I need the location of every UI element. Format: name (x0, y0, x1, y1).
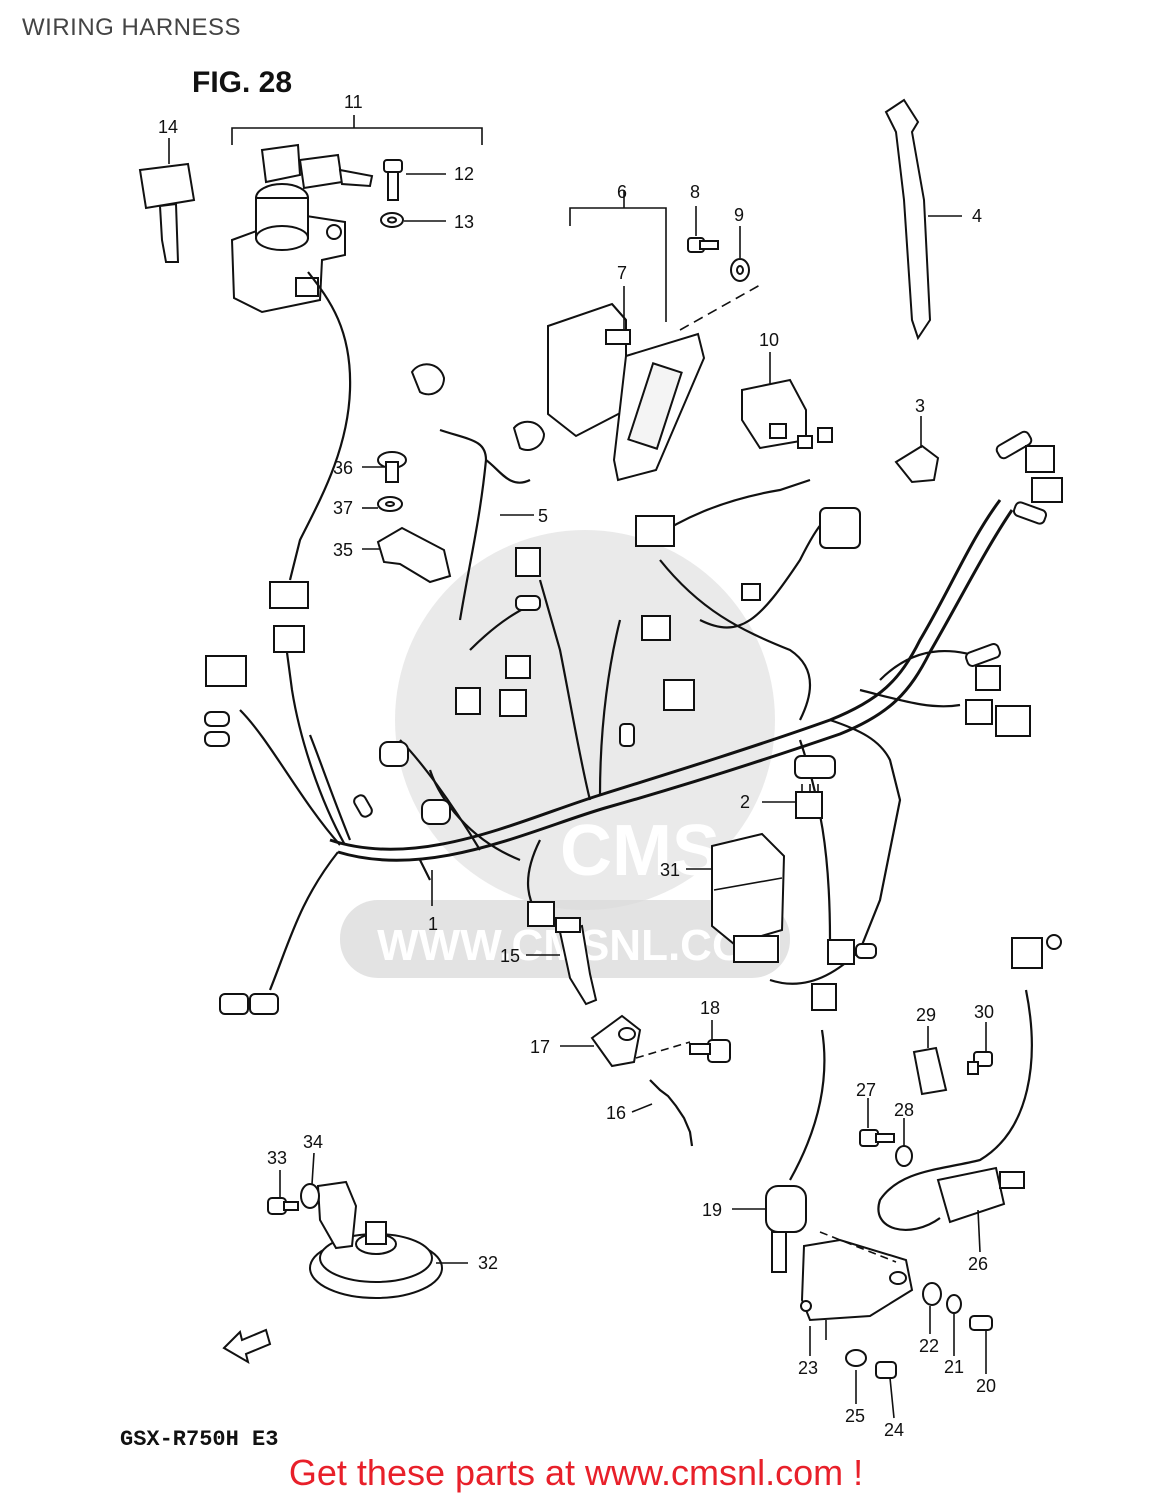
callout-20: 20 (976, 1376, 996, 1396)
callout-12: 12 (454, 164, 474, 184)
callout-numbers: 1 2 3 4 5 6 7 8 9 10 11 12 13 14 15 16 1… (158, 92, 996, 1440)
cdi-unit (547, 302, 706, 482)
ignition-switch (230, 143, 374, 314)
model-label: GSX-R750H E3 (120, 1427, 279, 1452)
key (138, 162, 196, 263)
callout-35: 35 (333, 540, 353, 560)
callout-21: 21 (944, 1357, 964, 1377)
spring-16 (649, 1079, 694, 1147)
washer-9 (730, 258, 750, 282)
bolt-24 (875, 1361, 897, 1379)
callout-34: 34 (303, 1132, 323, 1152)
sensor-26 (877, 934, 1062, 1231)
screw-30 (967, 1051, 993, 1075)
switch-15 (555, 917, 598, 1006)
horn-32 (309, 1180, 443, 1299)
nut-22 (922, 1282, 942, 1306)
callout-30: 30 (974, 1002, 994, 1022)
sub-harness-5 (410, 363, 546, 651)
callout-26: 26 (968, 1254, 988, 1274)
callout-2: 2 (740, 792, 750, 812)
bolt-27 (859, 1129, 895, 1147)
fwd-arrow: FWD (222, 1328, 272, 1365)
callout-25: 25 (845, 1406, 865, 1426)
callout-22: 22 (919, 1336, 939, 1356)
bolt-18 (689, 1039, 731, 1063)
terminal-2 (795, 784, 823, 819)
callout-5: 5 (538, 506, 548, 526)
switch-19 (765, 983, 914, 1322)
bracket-17 (590, 1014, 691, 1068)
callout-9: 9 (734, 205, 744, 225)
washer-21 (946, 1294, 962, 1314)
page-title: WIRING HARNESS (22, 14, 242, 41)
washer-37 (377, 496, 403, 512)
leader-lines (168, 138, 987, 1419)
washer-13 (380, 212, 404, 228)
callout-7: 7 (617, 263, 627, 283)
callout-15: 15 (500, 946, 520, 966)
screw-20 (969, 1315, 993, 1331)
relay-10 (741, 378, 833, 450)
cta-link[interactable]: Get these parts at www.cmsnl.com ! (288, 1452, 864, 1493)
bolt-36 (377, 451, 407, 483)
bolt-8 (687, 237, 719, 253)
callout-6: 6 (617, 182, 627, 202)
callout-3: 3 (915, 396, 925, 416)
callout-4: 4 (972, 206, 982, 226)
callout-8: 8 (690, 182, 700, 202)
figure-label: FIG. 28 (192, 66, 293, 99)
washer-25 (845, 1349, 867, 1367)
clamp-3 (894, 444, 940, 484)
callout-24: 24 (884, 1420, 904, 1440)
callout-17: 17 (530, 1037, 550, 1057)
callout-36: 36 (333, 458, 353, 478)
callout-28: 28 (894, 1100, 914, 1120)
callout-33: 33 (267, 1148, 287, 1168)
ignition-connector (269, 581, 309, 653)
watermark-brand: CMS (560, 811, 720, 891)
clamp-35 (376, 526, 452, 584)
bracket-6 (569, 207, 667, 322)
callout-37: 37 (333, 498, 353, 518)
tie-strap-4 (884, 98, 932, 341)
washer-28 (895, 1145, 913, 1167)
callout-31: 31 (660, 860, 680, 880)
callout-27: 27 (856, 1080, 876, 1100)
relay-31 (711, 832, 786, 963)
callout-1: 1 (428, 914, 438, 934)
callout-19: 19 (702, 1200, 722, 1220)
ignition-lead (288, 271, 352, 581)
callout-13: 13 (454, 212, 474, 232)
washer-34 (300, 1183, 320, 1209)
callout-16: 16 (606, 1103, 626, 1123)
connectors (204, 430, 1063, 1015)
callout-11: 11 (344, 92, 363, 112)
callout-10: 10 (759, 330, 779, 350)
screw-12 (383, 159, 403, 201)
clamp-29 (912, 1046, 948, 1096)
bolt-33 (267, 1197, 299, 1215)
bracket-11 (231, 127, 483, 145)
callout-29: 29 (916, 1005, 936, 1025)
callout-23: 23 (798, 1358, 818, 1378)
callout-14: 14 (158, 117, 178, 137)
callout-32: 32 (478, 1253, 498, 1273)
callout-18: 18 (700, 998, 720, 1018)
